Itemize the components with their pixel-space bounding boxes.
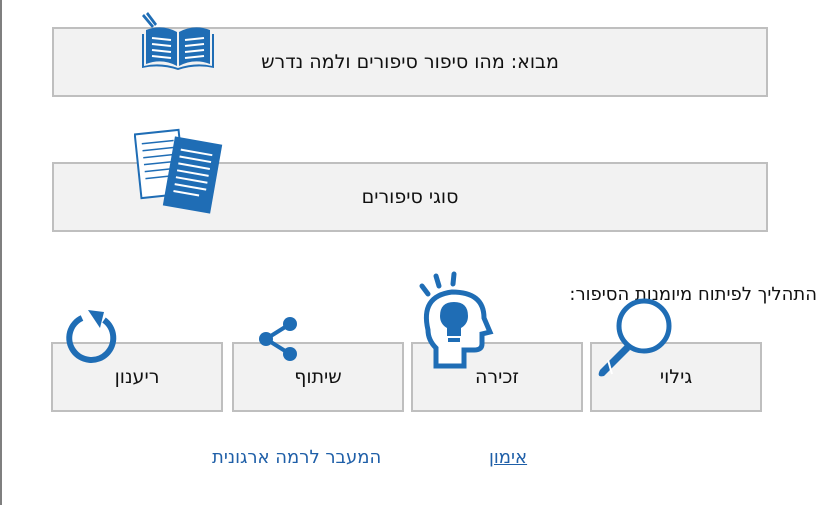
open-book-icon <box>142 12 214 70</box>
step-sharing-button[interactable]: שיתוף <box>232 342 404 412</box>
step-discovery-label: גילוי <box>659 366 693 388</box>
share-icon <box>259 317 297 361</box>
intro-label: מבוא: מהו סיפור סיפורים ולמה נדרש <box>261 51 559 73</box>
documents-icon <box>134 128 223 214</box>
refresh-icon <box>66 310 117 363</box>
magnifier-icon <box>598 298 672 377</box>
process-heading: התהליך לפיתוח מיומנות הסיפור: <box>569 284 817 305</box>
left-border <box>0 0 2 505</box>
training-link[interactable]: אימון <box>489 447 528 468</box>
head-lightbulb-icon <box>419 271 494 369</box>
step-refresh-label: ריענון <box>114 366 160 388</box>
story-types-label: סוגי סיפורים <box>361 186 459 208</box>
step-sharing-label: שיתוף <box>294 366 342 388</box>
org-level-link[interactable]: המעבר לרמה ארגונית <box>212 447 382 468</box>
step-memory-label: זכירה <box>475 366 520 388</box>
